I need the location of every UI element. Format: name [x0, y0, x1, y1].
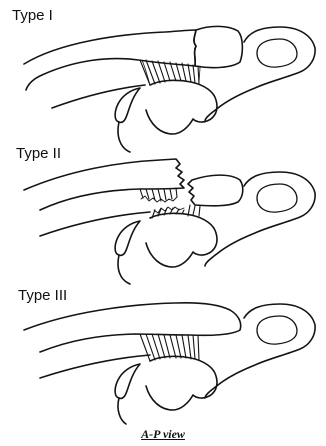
coracoid-3 — [146, 356, 217, 410]
figure-caption: A-P view — [0, 428, 326, 440]
cc-ligament-torn-upper-2 — [140, 188, 177, 202]
cc-ligament-1 — [140, 60, 200, 85]
panel-type-1 — [24, 26, 315, 152]
panel-type-2 — [24, 159, 315, 284]
clavicle-fragment-1 — [194, 26, 242, 67]
coracoid-2 — [146, 213, 217, 267]
clavicle-3 — [24, 303, 241, 352]
type-2-label: Type II — [16, 146, 61, 161]
cc-ligament-3 — [140, 334, 199, 361]
coracoid-1 — [146, 80, 217, 134]
clavicle-2 — [24, 159, 184, 210]
acromion-3 — [40, 304, 315, 398]
caption-text: A-P view — [141, 427, 185, 441]
type-1-label: Type I — [12, 8, 53, 23]
type-3-label: Type III — [18, 288, 67, 303]
clavicle-fragment-2 — [188, 175, 243, 206]
panel-type-3 — [24, 303, 315, 424]
acromion-2 — [40, 172, 315, 266]
